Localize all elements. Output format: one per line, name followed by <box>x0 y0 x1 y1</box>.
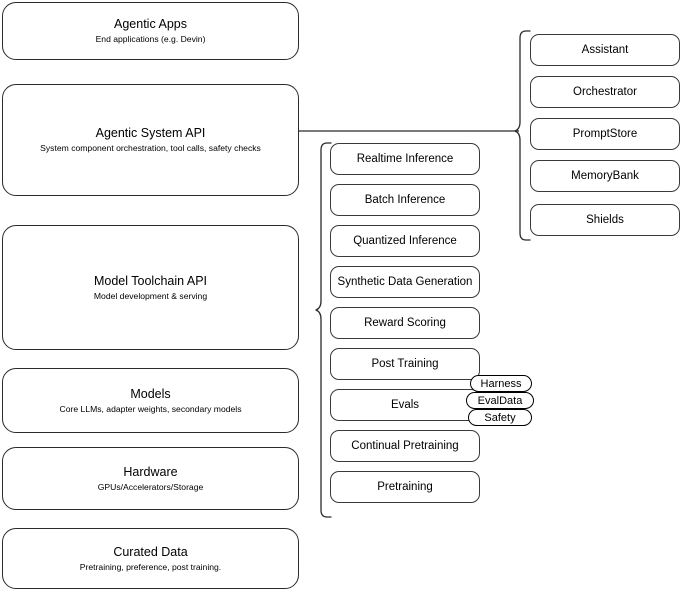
capability-synthetic-data-generation[interactable]: Synthetic Data Generation <box>330 266 480 298</box>
component-shields[interactable]: Shields <box>530 204 680 236</box>
capability-post-training[interactable]: Post Training <box>330 348 480 380</box>
component-memorybank[interactable]: MemoryBank <box>530 160 680 192</box>
layer-models[interactable]: Models Core LLMs, adapter weights, secon… <box>2 368 299 433</box>
layer-curated-data[interactable]: Curated Data Pretraining, preference, po… <box>2 528 299 589</box>
layer-hardware-subtitle: GPUs/Accelerators/Storage <box>97 481 204 492</box>
layer-models-subtitle: Core LLMs, adapter weights, secondary mo… <box>59 403 242 414</box>
capability-batch-inference[interactable]: Batch Inference <box>330 184 480 216</box>
layer-agentic-apps[interactable]: Agentic Apps End applications (e.g. Devi… <box>2 2 299 60</box>
layer-curated-data-title: Curated Data <box>113 544 188 559</box>
capability-continual-pretraining[interactable]: Continual Pretraining <box>330 430 480 462</box>
capability-evals[interactable]: Evals <box>330 389 480 421</box>
components-brace-path <box>514 30 531 241</box>
layer-agentic-apps-title: Agentic Apps <box>114 17 187 31</box>
capability-realtime-inference[interactable]: Realtime Inference <box>330 143 480 175</box>
layer-model-toolchain-api-title: Model Toolchain API <box>93 273 208 288</box>
layer-agentic-system-api[interactable]: Agentic System API System component orch… <box>2 84 299 196</box>
toolchain-brace-path <box>315 142 332 518</box>
capability-pretraining[interactable]: Pretraining <box>330 471 480 503</box>
layer-hardware[interactable]: Hardware GPUs/Accelerators/Storage <box>2 447 299 510</box>
layer-agentic-apps-subtitle: End applications (e.g. Devin) <box>95 34 206 44</box>
layer-curated-data-subtitle: Pretraining, preference, post training. <box>79 561 222 572</box>
evals-badge-harness[interactable]: Harness <box>470 375 532 392</box>
capability-reward-scoring[interactable]: Reward Scoring <box>330 307 480 339</box>
layer-models-title: Models <box>130 386 171 401</box>
layer-model-toolchain-api-subtitle: Model development & serving <box>93 290 208 301</box>
layer-model-toolchain-api[interactable]: Model Toolchain API Model development & … <box>2 225 299 350</box>
layer-hardware-title: Hardware <box>123 464 178 479</box>
component-assistant[interactable]: Assistant <box>530 34 680 66</box>
evals-badge-safety[interactable]: Safety <box>468 409 532 426</box>
evals-badge-evaldata[interactable]: EvalData <box>466 392 534 409</box>
component-promptstore[interactable]: PromptStore <box>530 118 680 150</box>
layer-agentic-system-api-subtitle: System component orchestration, tool cal… <box>40 143 261 153</box>
capability-quantized-inference[interactable]: Quantized Inference <box>330 225 480 257</box>
component-orchestrator[interactable]: Orchestrator <box>530 76 680 108</box>
layer-agentic-system-api-title: Agentic System API <box>95 126 206 140</box>
